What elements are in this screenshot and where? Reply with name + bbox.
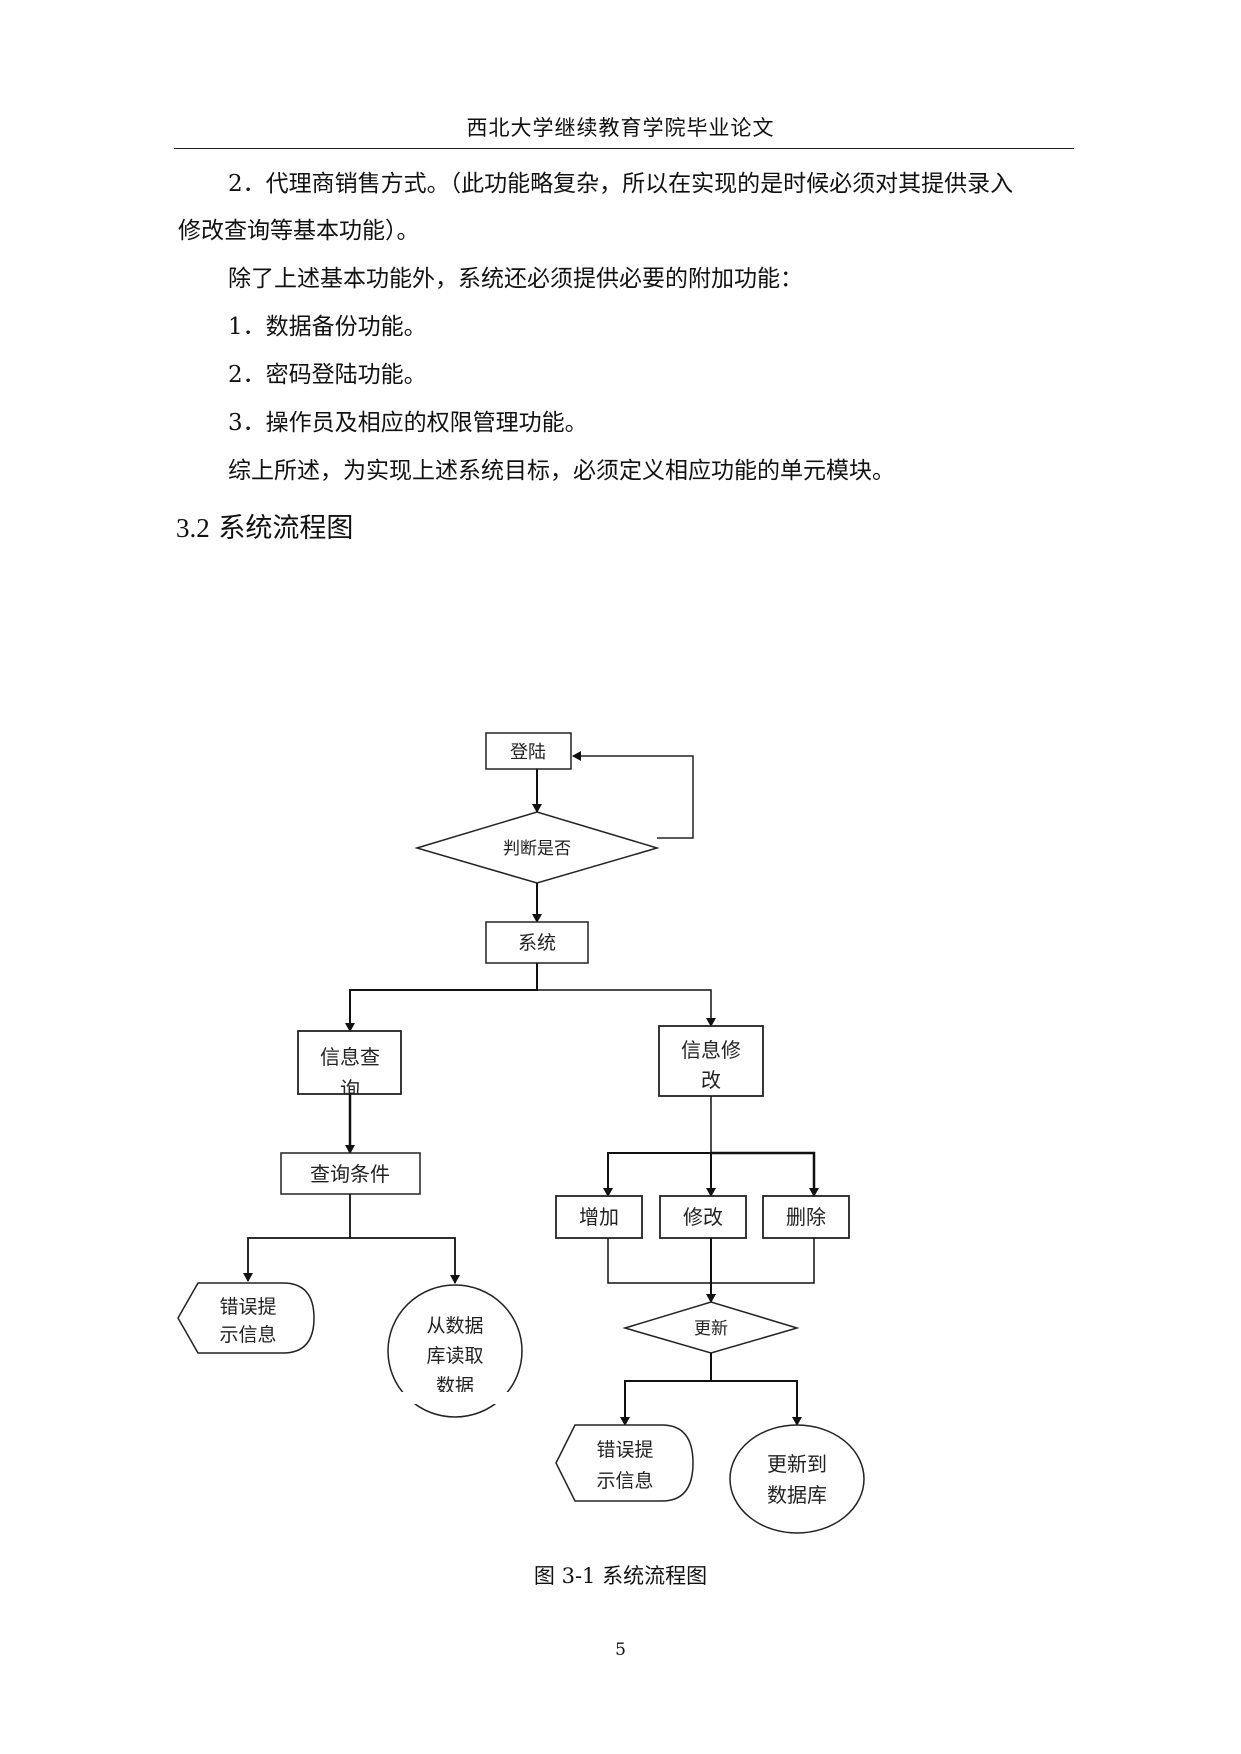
paragraph: 综上所述，为实现上述系统目标，必须定义相应功能的单元模块。 [228,458,895,484]
update-db-label: 数据库 [767,1483,827,1507]
paragraph: 除了上述基本功能外，系统还必须提供必要的附加功能： [228,266,803,292]
modify-label: 修改 [683,1205,723,1229]
update-db-label: 更新到 [767,1452,827,1476]
read-db-label: 从数据 [426,1315,483,1337]
section-heading: 3.2 系统流程图 [176,506,353,545]
read-db-label: 库读取 [426,1345,483,1367]
page-header: 西北大学继续教育学院毕业论文 [466,116,775,140]
error-display-right [555,1424,694,1502]
add-box [555,1195,643,1239]
arrow [243,1194,351,1282]
login-box [485,732,572,770]
arrow [711,1380,802,1426]
list-item: 2．密码登陆功能。 [228,362,427,388]
read-db-label: 数据 [436,1375,474,1397]
query-condition-label: 查询条件 [310,1162,390,1186]
arrow [345,963,538,1032]
update-db-node [729,1424,865,1534]
arrow [537,989,716,1027]
system-label: 系统 [518,932,556,954]
section-title: 系统流程图 [218,513,354,544]
error-display-label: 示信息 [596,1470,653,1492]
info-query-box [297,1030,402,1095]
delete-label: 删除 [786,1205,826,1229]
list-item: 3．操作员及相应的权限管理功能。 [228,410,588,436]
arrow [620,1353,712,1426]
info-modify-label: 信息修 [681,1038,741,1062]
system-box [485,921,589,964]
error-display-label: 错误提 [219,1296,276,1318]
arrow [603,1152,711,1197]
clip-mask [400,1392,510,1404]
delete-box [762,1195,850,1239]
error-display-left [177,1282,315,1354]
info-query-label: 询 [340,1077,360,1101]
modify-box [659,1195,747,1239]
error-display-label: 错误提 [596,1439,653,1461]
arrow [350,1237,460,1284]
section-number: 3.2 [176,513,210,543]
update-label: 更新 [694,1319,728,1339]
info-modify-label: 改 [701,1068,721,1092]
info-modify-box [658,1025,764,1097]
login-label: 登陆 [510,742,546,763]
judge-label: 判断是否 [503,839,571,859]
add-label: 增加 [579,1205,619,1229]
figure-caption: 图 3-1 系统流程图 [533,1564,708,1588]
update-diamond [622,1301,800,1354]
page-number: 5 [615,1640,626,1660]
info-query-label: 信息查 [320,1045,380,1069]
paragraph-line: 2．代理商销售方式。（此功能略复杂，所以在实现的是时候必须对其提供录入 [228,171,1014,197]
query-condition-box [280,1152,421,1195]
arrow [711,1151,819,1197]
paragraph-line: 修改查询等基本功能）。 [178,218,420,244]
judge-diamond [414,811,660,884]
error-display-label: 示信息 [219,1324,276,1346]
list-item: 1．数据备份功能。 [228,314,427,340]
read-db-node [387,1284,523,1418]
retry-loop-arrow [572,751,694,839]
header-rule [174,148,1074,149]
